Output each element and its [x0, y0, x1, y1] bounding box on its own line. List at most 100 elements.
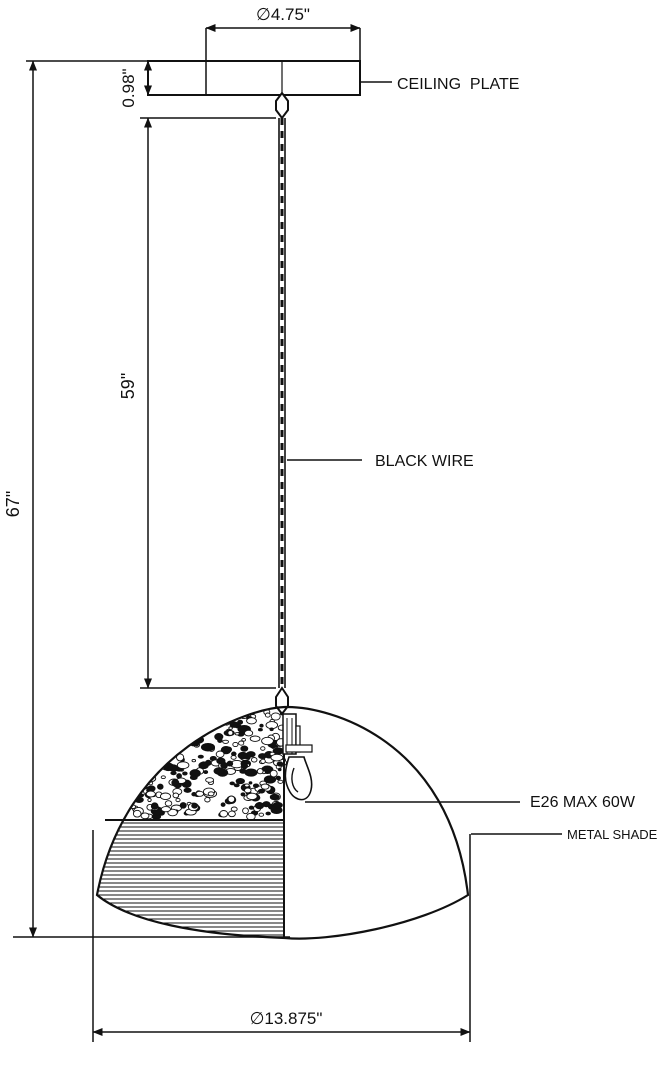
stipple-dot [166, 711, 174, 717]
stipple-dot [126, 792, 137, 801]
stipple-dot [269, 769, 278, 778]
stipple-dot [230, 806, 238, 812]
black-wire-callout: BLACK WIRE [287, 453, 474, 470]
stipple-dot [186, 719, 198, 728]
stipple-dot [147, 785, 156, 792]
stipple-dot [240, 745, 249, 752]
stipple-dot [269, 727, 274, 732]
stipple-dot [110, 797, 118, 803]
stipple-dot [277, 767, 282, 772]
stipple-dot [263, 775, 277, 784]
stipple-dot [256, 768, 264, 775]
stipple-dot [257, 788, 265, 794]
socket [282, 713, 313, 755]
stipple-dot [120, 724, 130, 730]
stipple-dot [127, 728, 134, 734]
stipple-dot [210, 709, 217, 715]
stipple-dot [264, 712, 271, 718]
stipple-dot [116, 721, 127, 729]
stipple-dot [222, 739, 229, 744]
stipple-dot [106, 793, 118, 801]
stipple-dot [200, 742, 216, 752]
stipple-dot [128, 732, 136, 740]
stipple-dot [216, 757, 226, 765]
stipple-dot [260, 758, 266, 764]
stipple-dot [218, 712, 224, 718]
stipple-dot [131, 783, 142, 791]
stipple-dot [191, 792, 197, 797]
stipple-dot [137, 765, 142, 770]
stipple-dot [227, 795, 236, 803]
stipple-dot [120, 794, 129, 800]
stipple-dot [258, 812, 265, 817]
stipple-dot [265, 811, 271, 816]
stipple-dot [229, 721, 239, 728]
stipple-dot [203, 711, 212, 717]
stipple-dot [137, 786, 143, 790]
stipple-dot [107, 735, 117, 743]
stipple-dot [171, 718, 179, 725]
stipple-dot [127, 785, 139, 792]
stipple-dot [136, 773, 144, 780]
stipple-dot [118, 759, 125, 764]
stipple-dot [248, 805, 255, 810]
stipple-dot [156, 715, 167, 723]
stipple-dot [259, 723, 264, 728]
stipple-dot [136, 780, 144, 786]
stipple-dot [237, 751, 248, 760]
upper-connector [275, 91, 289, 120]
stipple-dot [213, 714, 220, 720]
stipple-dot [125, 752, 131, 758]
stipple-dot [172, 736, 181, 741]
stipple-dot [182, 771, 188, 776]
stipple-dot [170, 738, 182, 746]
stipple-dot [176, 715, 186, 723]
stipple-dot [127, 786, 134, 792]
stipple-dot [136, 786, 143, 791]
stipple-dot [164, 800, 173, 807]
stipple-dot [270, 753, 284, 762]
stipple-dot [149, 710, 161, 718]
stipple-dot [122, 730, 131, 739]
stipple-dot [140, 739, 147, 744]
stipple-dot [244, 783, 250, 788]
stipple-dot [229, 711, 235, 716]
stipple-dot [197, 723, 207, 732]
stipple-dot [148, 715, 155, 720]
stipple-dot [242, 807, 249, 815]
stipple-dot [157, 783, 164, 790]
stipple-dot [185, 716, 200, 725]
stipple-dot [199, 714, 207, 721]
stipple-dot [190, 711, 200, 719]
hatch-texture [97, 822, 283, 939]
stipple-dot [219, 810, 229, 818]
stipple-dot [244, 768, 258, 777]
stipple-dot [109, 729, 117, 735]
stipple-dot [159, 792, 172, 801]
stipple-dot [134, 764, 139, 768]
stipple-dot [125, 745, 134, 753]
stipple-dot [244, 787, 252, 794]
stipple-dot [246, 812, 256, 821]
stipple-dot [137, 718, 145, 724]
stipple-dot [114, 790, 126, 799]
stipple-dot [176, 761, 190, 770]
stipple-dot [207, 791, 215, 797]
stipple-dot [124, 756, 132, 764]
stipple-dot [276, 761, 284, 767]
stipple-dot [142, 744, 151, 750]
stipple-dot [177, 740, 187, 747]
stipple-dot [111, 804, 117, 808]
stipple-dot [206, 712, 216, 719]
stipple-dot [138, 716, 149, 724]
stipple-dot [191, 758, 197, 763]
stipple-dot [161, 754, 169, 762]
stipple-dot [204, 796, 211, 803]
plate-diameter-dimension: ∅4.75" [205, 5, 361, 32]
stipple-dot [176, 741, 186, 749]
stipple-dot [197, 754, 204, 759]
stipple-dot [212, 722, 219, 727]
stipple-dot [191, 716, 203, 725]
stipple-dot [156, 721, 162, 726]
